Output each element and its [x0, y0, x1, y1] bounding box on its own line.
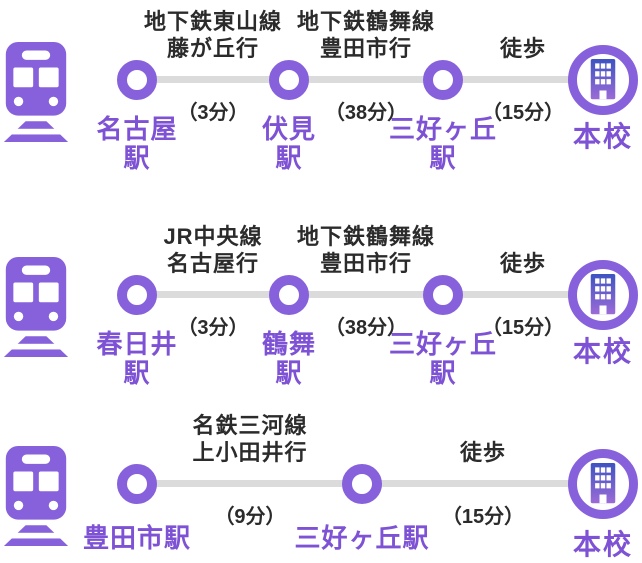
- train-icon: [2, 42, 70, 142]
- school-label: 本校: [572, 336, 633, 367]
- building-icon: [590, 463, 616, 504]
- station-label: 名古屋 駅: [57, 115, 217, 173]
- line-name: 地下鉄鶴舞線: [296, 224, 435, 249]
- segment-duration: （3分）: [177, 102, 249, 124]
- station-label: 伏見 駅: [209, 115, 369, 173]
- walk-label: 徒歩: [408, 439, 558, 466]
- segment-duration: （9分）: [214, 506, 286, 528]
- station-name: 三好ヶ丘: [388, 114, 497, 144]
- line-direction: 豊田市行: [319, 251, 412, 276]
- train-icon: [2, 446, 70, 546]
- station-node: [269, 60, 309, 100]
- station-node: [117, 275, 157, 315]
- school-circle: [568, 260, 638, 330]
- line-direction: 名古屋行: [166, 251, 259, 276]
- school-label: 本校: [572, 529, 633, 560]
- station-suffix: 駅: [123, 143, 151, 173]
- station-node: [423, 275, 463, 315]
- station-name: 名古屋: [96, 114, 178, 144]
- segment-line-label: 地下鉄東山線 藤が丘行: [138, 8, 288, 62]
- station-label: 三好ヶ丘駅: [282, 524, 442, 553]
- station-name: 鶴舞: [261, 329, 316, 359]
- route-track-line: [137, 291, 603, 298]
- station-name: 豊田市駅: [82, 523, 191, 553]
- station-suffix: 駅: [275, 358, 303, 388]
- station-node: [117, 464, 157, 504]
- line-direction: 藤が丘行: [166, 36, 259, 61]
- line-name: 徒歩: [499, 251, 546, 276]
- segment-duration: （15分）: [441, 506, 525, 528]
- station-node: [269, 275, 309, 315]
- line-direction: 上小田井行: [192, 440, 308, 465]
- line-direction: 豊田市行: [319, 36, 412, 61]
- station-name: 伏見: [261, 114, 316, 144]
- segment-line-label: 名鉄三河線 上小田井行: [175, 412, 325, 466]
- station-name: 三好ヶ丘駅: [294, 523, 430, 553]
- route-row-3: 名鉄三河線 上小田井行 徒歩 （9分）: [0, 404, 642, 563]
- school-label: 本校: [572, 121, 633, 152]
- train-icon: [2, 257, 70, 357]
- station-node: [423, 60, 463, 100]
- segment-duration: （15分）: [481, 102, 565, 124]
- station-label: 三好ヶ丘 駅: [363, 330, 523, 388]
- route-row-2: JR中央線 名古屋行 地下鉄鶴舞線 豊田市行 徒歩: [0, 215, 642, 410]
- building-icon: [590, 59, 616, 100]
- station-label: 鶴舞 駅: [209, 330, 369, 388]
- station-label: 春日井 駅: [57, 330, 217, 388]
- line-name: 地下鉄東山線: [143, 9, 282, 34]
- segment-line-label: JR中央線 名古屋行: [138, 223, 288, 277]
- segment-line-label: 地下鉄鶴舞線 豊田市行: [291, 223, 441, 277]
- station-suffix: 駅: [429, 358, 457, 388]
- building-icon: [590, 274, 616, 315]
- school-circle: [568, 449, 638, 519]
- station-name: 三好ヶ丘: [388, 329, 497, 359]
- station-node: [117, 60, 157, 100]
- station-label: 豊田市駅: [57, 524, 217, 553]
- station-node: [342, 464, 382, 504]
- line-name: 名鉄三河線: [192, 413, 308, 438]
- station-name: 春日井: [96, 329, 178, 359]
- segment-line-label: 地下鉄鶴舞線 豊田市行: [291, 8, 441, 62]
- station-suffix: 駅: [429, 143, 457, 173]
- route-row-1: 地下鉄東山線 藤が丘行 地下鉄鶴舞線 豊田市行 徒歩: [0, 0, 642, 195]
- line-name: 徒歩: [459, 440, 506, 465]
- segment-duration: （15分）: [481, 317, 565, 339]
- station-suffix: 駅: [275, 143, 303, 173]
- station-suffix: 駅: [123, 358, 151, 388]
- line-name: 徒歩: [499, 36, 546, 61]
- segment-duration: （38分）: [324, 102, 408, 124]
- route-track-line: [137, 76, 603, 83]
- school-circle: [568, 45, 638, 115]
- station-label: 三好ヶ丘 駅: [363, 115, 523, 173]
- walk-label: 徒歩: [448, 35, 598, 62]
- segment-duration: （38分）: [324, 317, 408, 339]
- line-name: 地下鉄鶴舞線: [296, 9, 435, 34]
- walk-label: 徒歩: [448, 250, 598, 277]
- segment-duration: （3分）: [177, 317, 249, 339]
- line-name: JR中央線: [163, 224, 263, 249]
